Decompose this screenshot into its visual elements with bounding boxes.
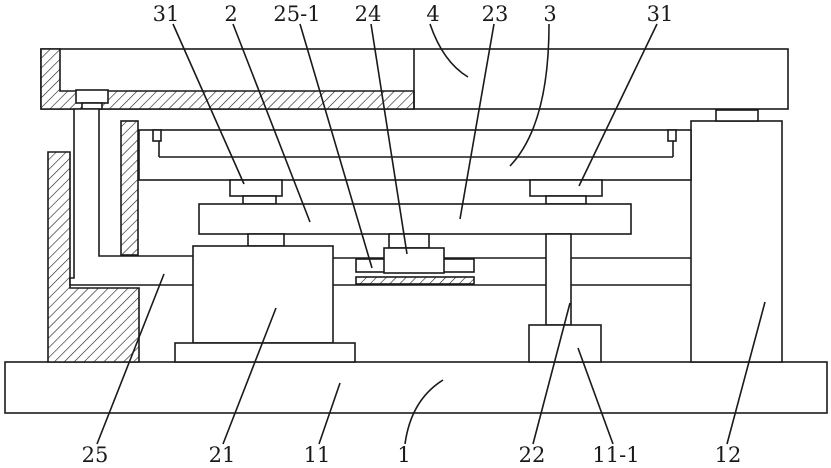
- label-24: 24: [355, 2, 382, 26]
- label-2: 2: [224, 2, 237, 26]
- bearing-block-31-right: [530, 180, 602, 196]
- slab-23: [199, 204, 631, 234]
- column-22-foot: [529, 325, 601, 362]
- label-3: 3: [543, 2, 556, 26]
- top-slider-lip: [82, 103, 102, 109]
- bearing-block-31-left: [230, 180, 282, 196]
- label-21: 21: [209, 443, 236, 467]
- slider-hatch-plate: [356, 277, 474, 284]
- label-25-1: 25-1: [273, 2, 320, 26]
- motor-21-neck: [248, 234, 284, 246]
- motor-21-base: [175, 343, 355, 362]
- frame-left-bolt: [153, 130, 161, 141]
- label-12: 12: [715, 443, 742, 467]
- right-column-12: [691, 121, 782, 362]
- label-11-1: 11-1: [592, 443, 639, 467]
- base-plate-1: [5, 362, 827, 413]
- label-23: 23: [482, 2, 509, 26]
- bearing-block-31-right-base: [546, 196, 586, 204]
- motor-21: [193, 246, 333, 343]
- slider-24-neck: [389, 234, 429, 248]
- right-column-cap: [716, 110, 758, 121]
- label-31-right: 31: [647, 2, 674, 26]
- label-31-left: 31: [153, 2, 180, 26]
- bearing-block-31-left-base: [243, 196, 276, 204]
- top-slider-block: [76, 90, 108, 103]
- slider-24: [384, 248, 444, 273]
- label-11: 11: [304, 443, 331, 467]
- label-4: 4: [426, 2, 439, 26]
- label-25: 25: [82, 443, 109, 467]
- label-22: 22: [519, 443, 546, 467]
- frame-3: [139, 130, 691, 180]
- frame-right-bolt: [668, 130, 676, 141]
- label-1: 1: [397, 443, 410, 467]
- inner-hatched-post: [121, 121, 138, 255]
